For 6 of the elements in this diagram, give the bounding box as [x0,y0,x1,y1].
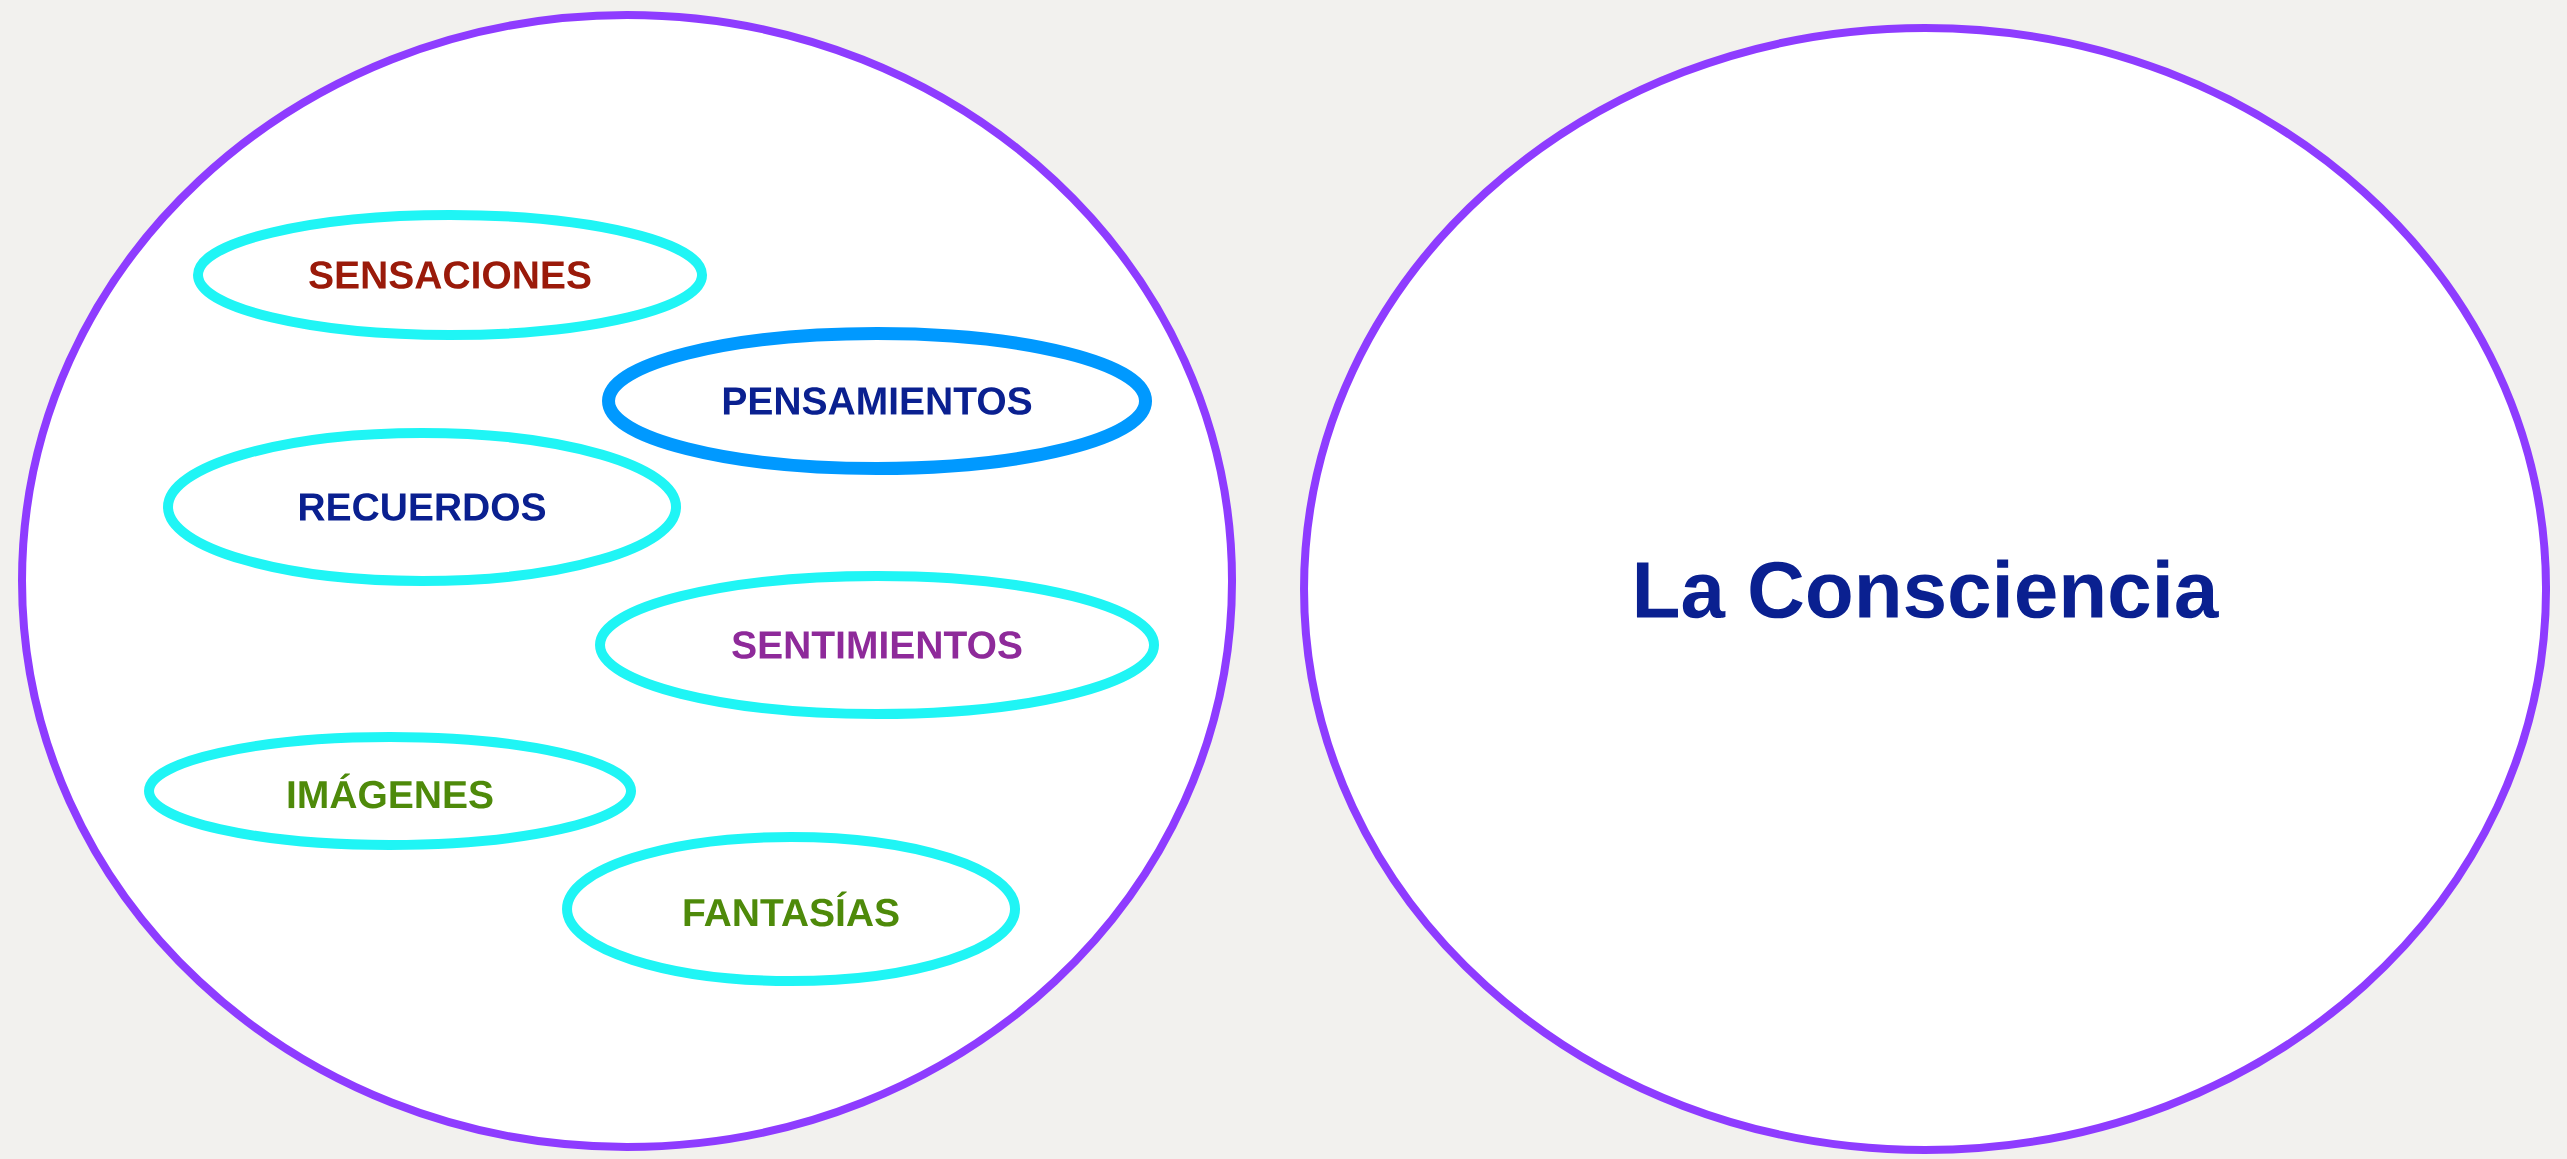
ellipse-label: PENSAMIENTOS [602,327,1152,475]
ellipse-label: IMÁGENES [144,732,636,850]
ellipse-label: SENSACIONES [193,210,707,340]
ellipse-label: FANTASÍAS [562,832,1020,986]
ellipse-label: RECUERDOS [163,428,681,586]
ellipse-label: SENTIMIENTOS [595,571,1159,719]
